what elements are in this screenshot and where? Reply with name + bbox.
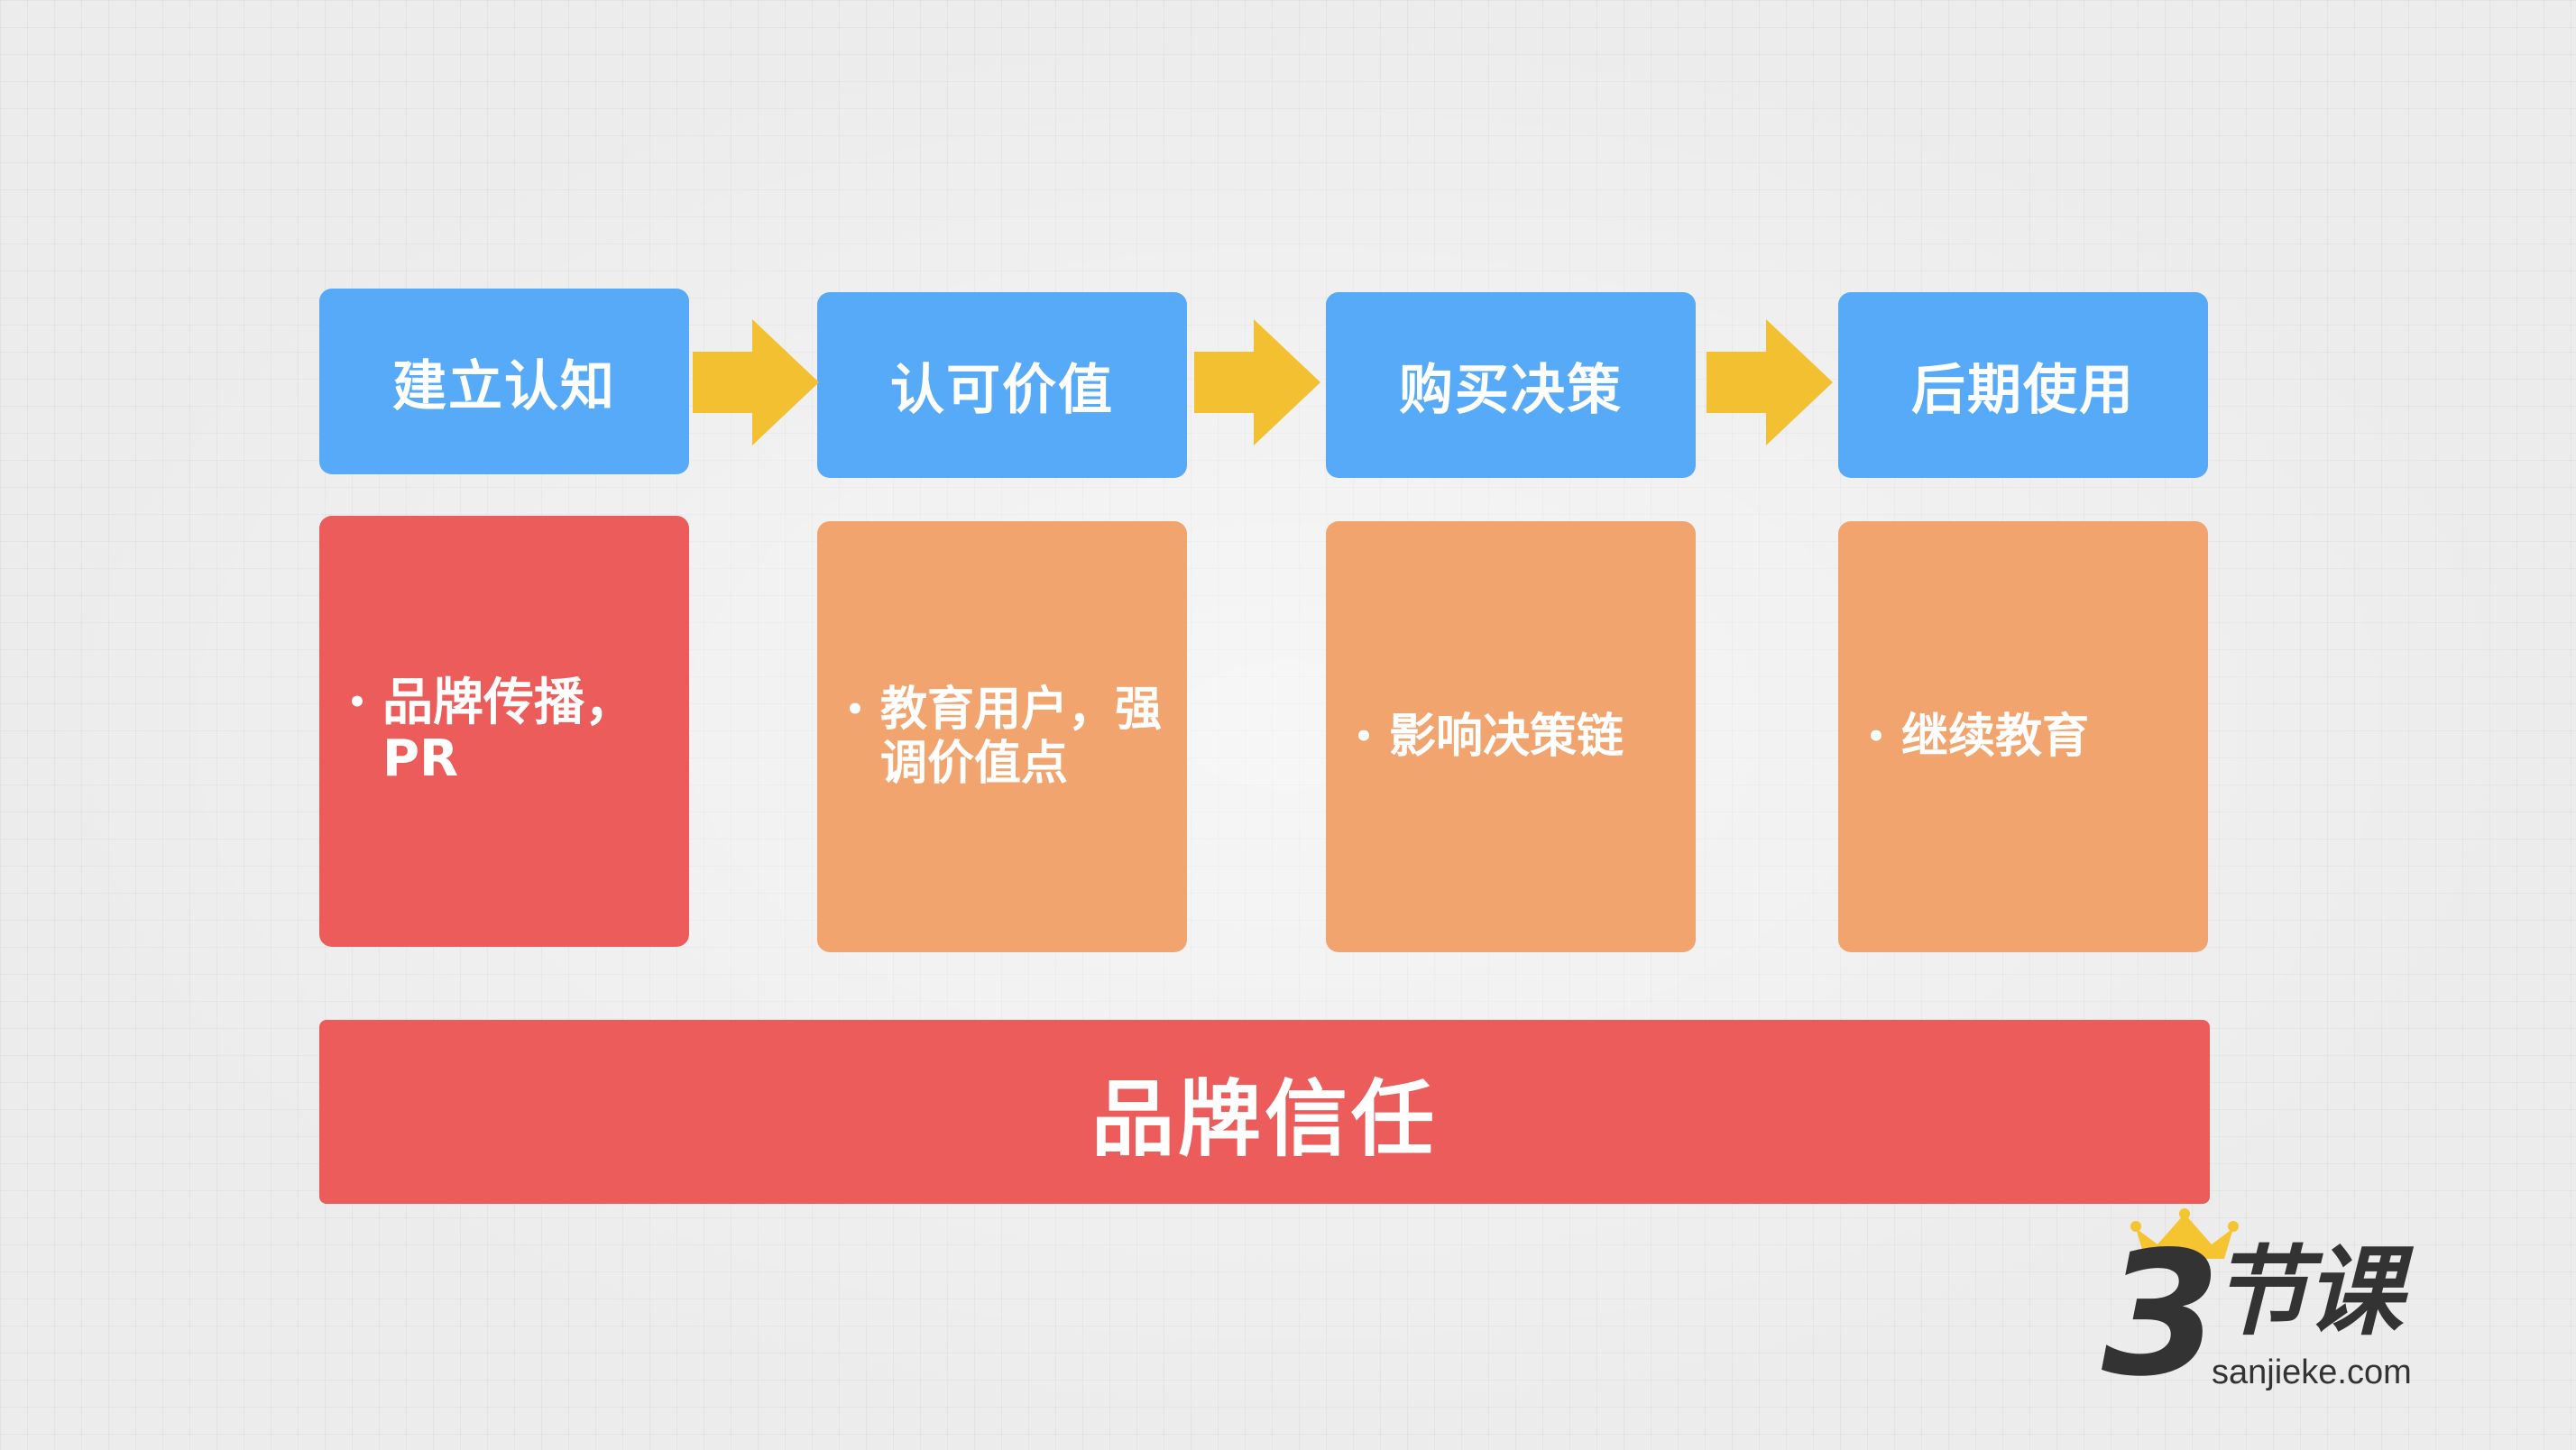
right-arrow-icon [693, 319, 819, 445]
stage-header-3-label: 购买决策 [1399, 358, 1623, 422]
stage-detail-4: • 继续教育 [1838, 521, 2208, 952]
brand-trust-bar: 品牌信任 [319, 1020, 2210, 1204]
stage-detail-2-text: 教育用户，强调价值点 [880, 683, 1163, 791]
right-arrow-icon [1707, 319, 1833, 445]
stage-detail-4-text: 继续教育 [1901, 710, 2090, 764]
stage-detail-2: • 教育用户，强调价值点 [817, 521, 1187, 952]
stage-header-2-label: 认可价值 [890, 358, 1114, 422]
logo-numeral: 3 [2102, 1215, 2222, 1414]
stage-header-3: 购买决策 [1326, 292, 1696, 478]
stage-header-4: 后期使用 [1838, 292, 2208, 478]
logo-name: 节课 [2212, 1236, 2403, 1349]
stage-detail-1-text: 品牌传播，PR [382, 674, 635, 788]
stage-header-2: 认可价值 [817, 292, 1187, 478]
stage-header-4-label: 后期使用 [1911, 358, 2135, 422]
right-arrow-icon [1194, 319, 1320, 445]
stage-detail-3-text: 影响决策链 [1389, 710, 1624, 764]
bullet-icon: • [845, 692, 865, 728]
brand-trust-label: 品牌信任 [1090, 1070, 1438, 1168]
stage-detail-1: • 品牌传播，PR [319, 516, 689, 947]
stage-header-1: 建立认知 [319, 289, 689, 474]
bullet-icon: • [1866, 719, 1886, 755]
logo-domain: sanjieke.com [2212, 1354, 2412, 1391]
stage-detail-3: • 影响决策链 [1326, 521, 1696, 952]
bullet-icon: • [1354, 719, 1374, 755]
bullet-icon: • [347, 684, 367, 720]
stage-header-1-label: 建立认知 [392, 354, 616, 418]
sanjieke-logo: 3 节课 sanjieke.com [2102, 1208, 2462, 1407]
crown-icon [2130, 1208, 2239, 1259]
